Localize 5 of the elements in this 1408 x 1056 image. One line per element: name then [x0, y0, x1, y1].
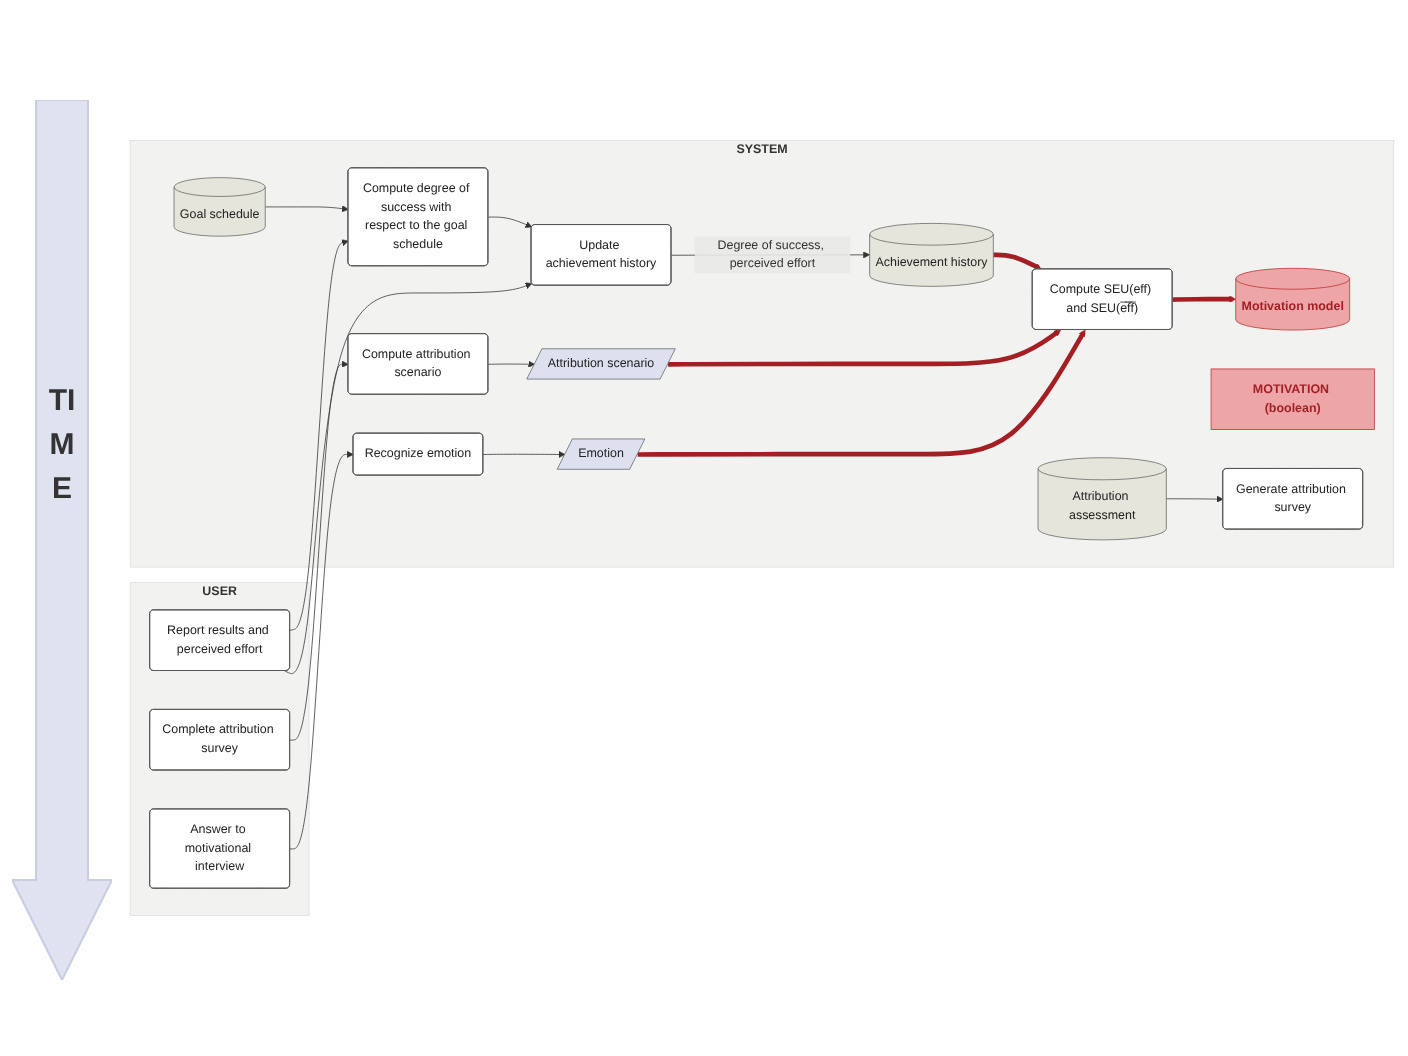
arrow: [668, 329, 1061, 367]
axis-label: TIME: [46, 382, 78, 510]
arrow: [993, 252, 1042, 270]
arrow: [637, 329, 1086, 457]
arrow: [1172, 295, 1237, 303]
